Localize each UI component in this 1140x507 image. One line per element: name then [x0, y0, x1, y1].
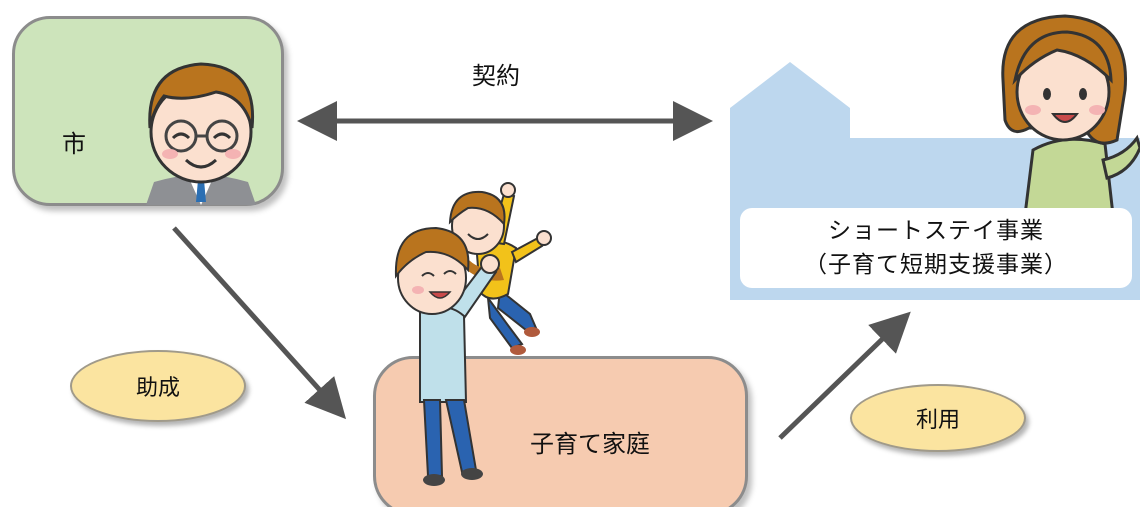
use-arrow [778, 311, 911, 440]
service-name-line1: ショートステイ事業 [828, 218, 1044, 244]
city-label: 市 [62, 130, 86, 158]
parent-lifting-child-icon [394, 182, 552, 486]
family-label: 子育て家庭 [530, 430, 650, 458]
man-with-glasses-icon [146, 62, 256, 205]
service-name-line2: （子育て短期支援事業） [804, 252, 1068, 278]
contract-label: 契約 [472, 62, 520, 90]
service-node: ショートステイ事業 （子育て短期支援事業） [740, 208, 1132, 288]
subsidy-arrow [172, 226, 347, 420]
subsidy-label: 助成 [135, 376, 180, 401]
use-oval: 利用 [850, 384, 1026, 452]
subsidy-oval: 助成 [70, 350, 246, 422]
staff-woman-icon [1001, 14, 1140, 215]
use-label: 利用 [915, 408, 960, 433]
